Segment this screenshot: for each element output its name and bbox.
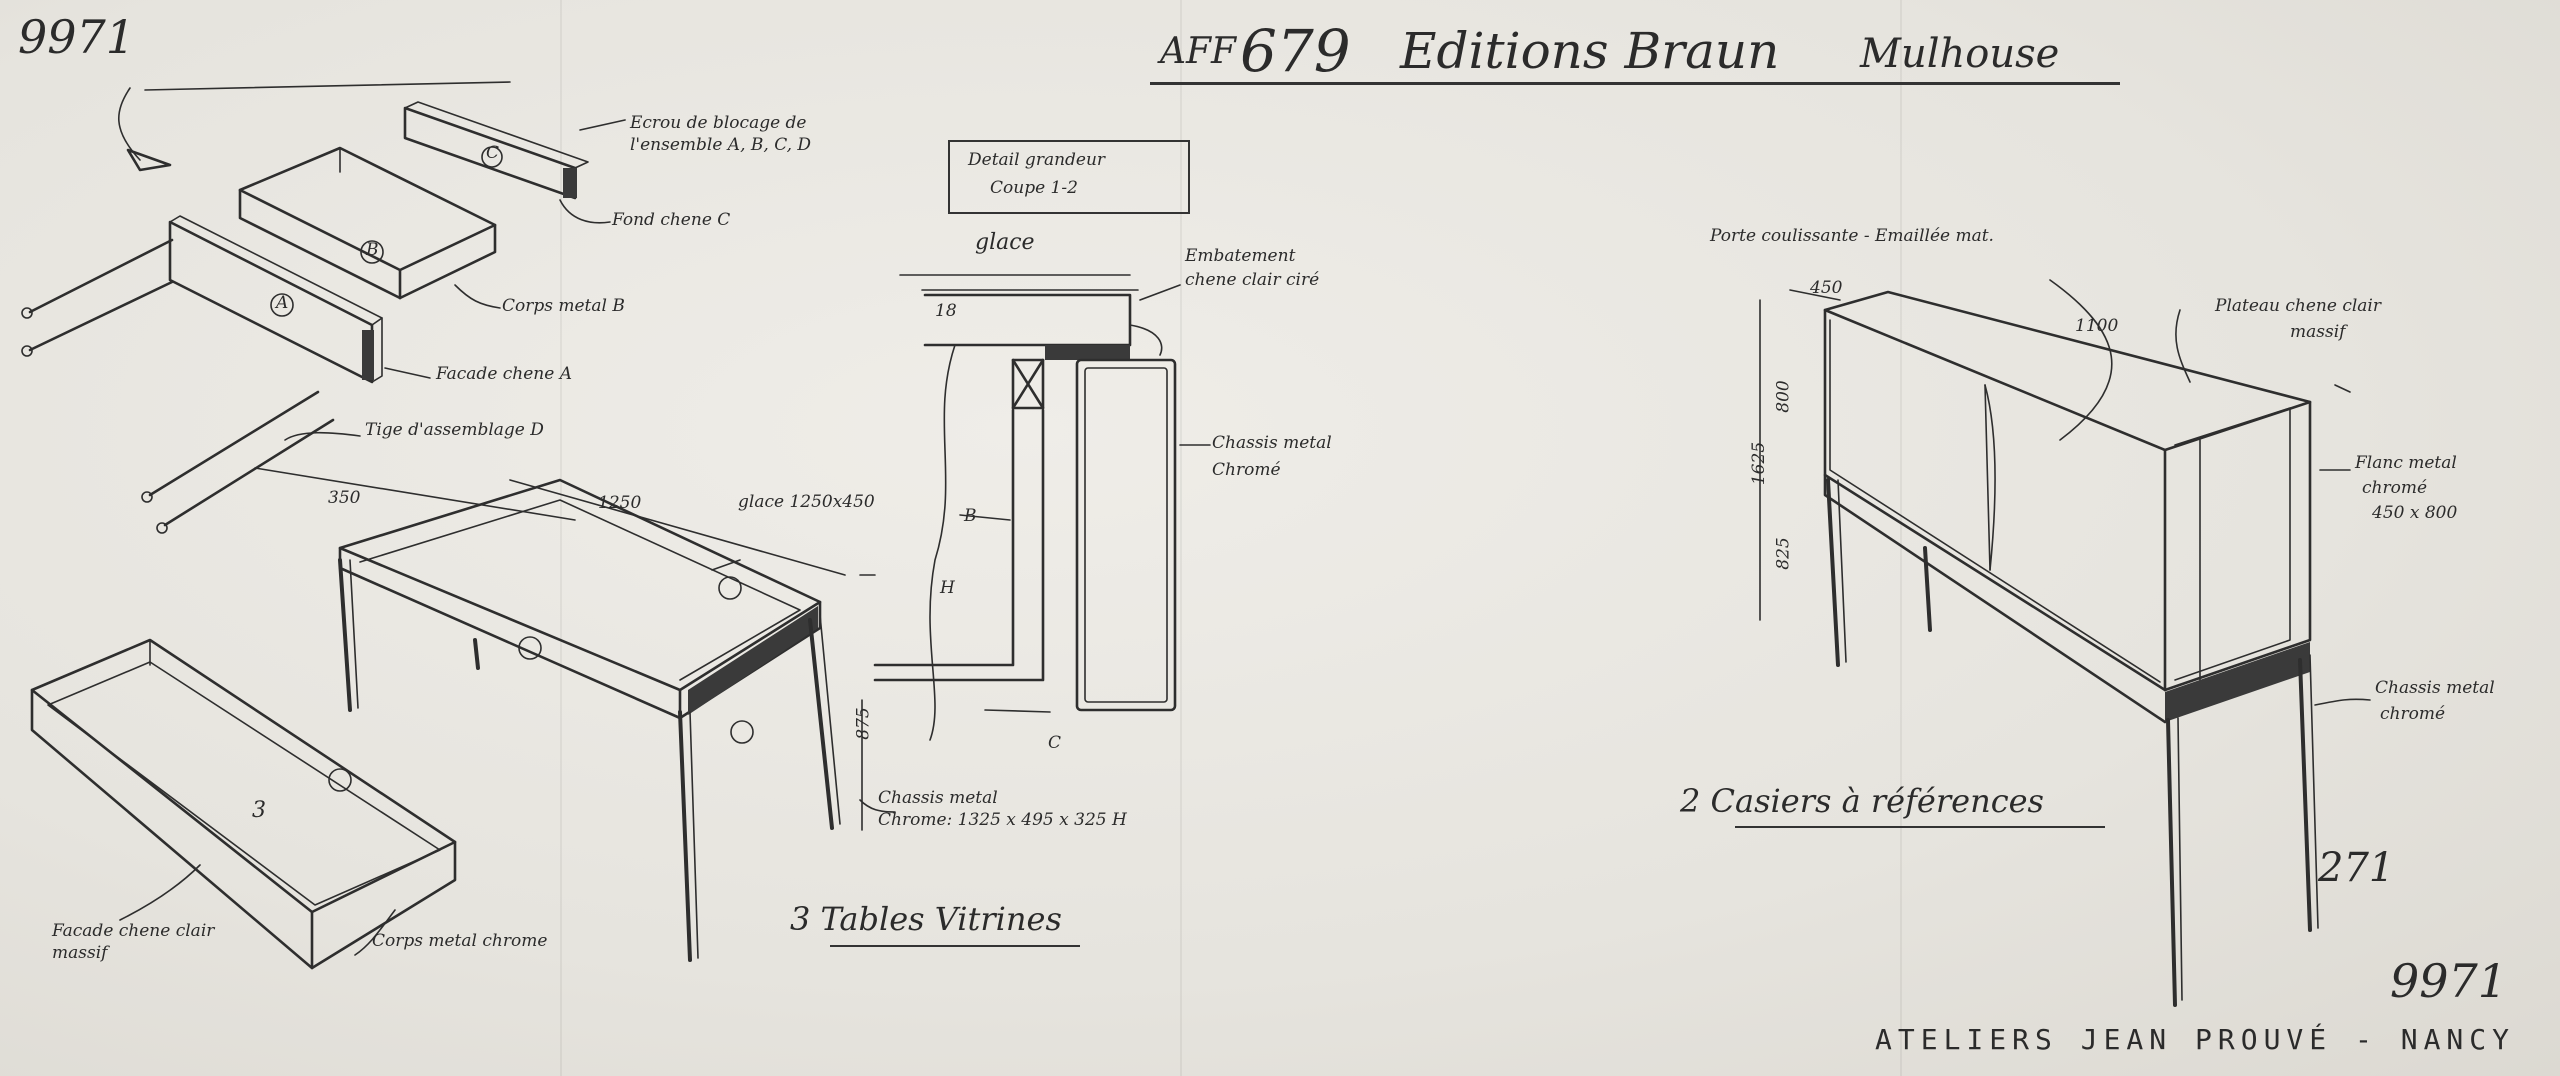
table-height-dim: 875 <box>853 707 874 740</box>
display-table-drawing <box>254 467 896 962</box>
section-marker-c: C <box>1048 733 1062 753</box>
table-glass-label: glace 1250x450 <box>738 492 875 512</box>
section-height-mark: H <box>940 578 955 598</box>
rods-label: Tige d'assemblage D <box>365 420 544 440</box>
title-number: 679 <box>1240 17 1351 85</box>
cabinet-dim-leg-height: 825 <box>1773 537 1794 570</box>
paper-fold <box>1180 0 1182 1076</box>
section-detail-drawing <box>873 274 1211 741</box>
title-aff: AFF <box>1160 31 1236 72</box>
tray-body-label: Corps metal chrome <box>372 931 548 951</box>
cabinet-base-2: chromé <box>2380 704 2446 724</box>
marker-c: C <box>486 143 500 163</box>
marker-b: B <box>366 240 379 260</box>
workshop-name: ATELIERS JEAN PROUVÉ - NANCY <box>1875 1023 2516 1056</box>
title-name: Editions Braun <box>1400 22 1780 80</box>
marker-a: A <box>276 293 289 313</box>
drawer-tray-drawing <box>30 638 457 970</box>
section-title-box <box>948 140 1190 214</box>
exploded-drawer-drawing <box>21 81 626 534</box>
section-chassis-1: Chassis metal <box>1212 433 1332 453</box>
cabinet-top-panel-2: massif <box>2290 322 2346 342</box>
section-title-2: Coupe 1-2 <box>990 178 1078 198</box>
cabinet-caption-underline <box>1735 826 2105 828</box>
part-c-label: Ecrou de blocage de l'ensemble A, B, C, … <box>630 113 812 156</box>
section-glass: glace <box>975 230 1035 255</box>
page-number: 271 <box>2318 845 2395 891</box>
table-chassis-label-1: Chassis metal <box>878 788 998 808</box>
cabinet-top-panel-1: Plateau chene clair <box>2215 296 2381 316</box>
cabinet-drawing <box>1759 279 2371 1007</box>
title-city: Mulhouse <box>1860 31 2060 77</box>
cabinet-dim-total-height: 1625 <box>1749 441 1770 486</box>
part-c-detail: Fond chene C <box>612 210 731 230</box>
cabinet-base-1: Chassis metal <box>2375 678 2495 698</box>
part-b-label: Corps metal B <box>502 296 625 316</box>
table-caption: 3 Tables Vitrines <box>790 900 1062 938</box>
table-caption-underline <box>830 945 1080 947</box>
tray-front-label: Facade chene clair massif <box>52 921 215 964</box>
cabinet-dim-body-height: 800 <box>1773 380 1794 413</box>
cabinet-caption: 2 Casiers à références <box>1680 782 2044 820</box>
title-underline <box>1150 82 2120 85</box>
sheet-reference-bottom: 9971 <box>2390 954 2508 1008</box>
section-thickness: 18 <box>935 301 957 321</box>
cabinet-side-3: 450 x 800 <box>2372 503 2458 523</box>
cabinet-dim-depth: 450 <box>1810 278 1843 298</box>
section-rebate-1: Embatement <box>1185 246 1296 266</box>
cabinet-side-2: chromé <box>2362 478 2428 498</box>
section-title-1: Detail grandeur <box>968 150 1106 170</box>
tray-marker: 3 <box>252 798 266 823</box>
table-dim-length: 1250 <box>598 493 642 513</box>
table-dim-depth: 350 <box>328 488 361 508</box>
part-a-label: Facade chene A <box>436 364 572 384</box>
section-marker-b: B <box>964 506 977 526</box>
table-chassis-label-2: Chrome: 1325 x 495 x 325 H <box>878 810 1127 830</box>
section-chassis-2: Chromé <box>1212 460 1281 480</box>
cabinet-side-1: Flanc metal <box>2355 453 2457 473</box>
cabinet-top-label: Porte coulissante - Emaillée mat. <box>1710 226 1994 246</box>
cabinet-dim-width: 1100 <box>2075 316 2119 336</box>
paper-fold <box>560 0 562 1076</box>
section-rebate-2: chene clair ciré <box>1185 270 1320 290</box>
sheet-reference: 9971 <box>18 10 136 64</box>
paper-fold <box>1900 0 1902 1076</box>
